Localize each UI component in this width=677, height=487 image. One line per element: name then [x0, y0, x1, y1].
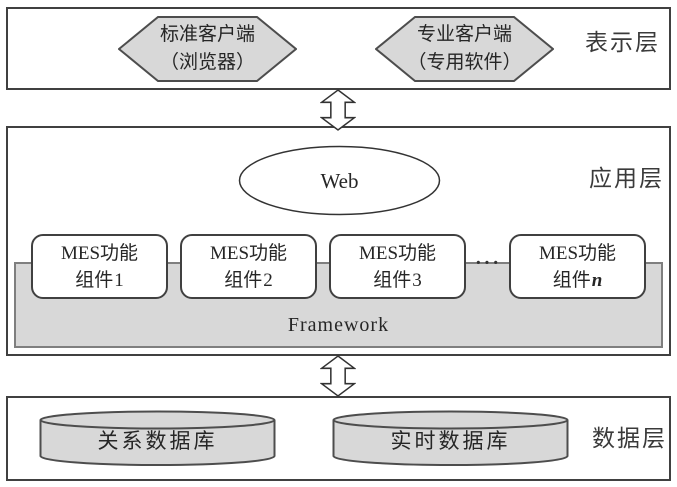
- mes-component-3-line1: MES功能: [358, 242, 437, 264]
- professional-client-hexagon: 专业客户端 （专用软件）: [375, 16, 554, 82]
- mes-component-n-line1: MES功能: [538, 242, 617, 264]
- mes-component-1-line1: MES功能: [60, 242, 139, 264]
- mes-component-n-line2: 组件n: [552, 269, 603, 291]
- realtime-database-label: 实时数据库: [390, 428, 511, 453]
- mes-component-2-line1: MES功能: [209, 242, 288, 264]
- double-arrow-icon-bottom: [319, 355, 357, 402]
- relational-database-cylinder: 关系数据库: [39, 410, 276, 467]
- components-ellipsis: ···: [474, 252, 501, 274]
- hexagon-shape-icon: [118, 16, 297, 82]
- standard-client-line2: （浏览器）: [159, 52, 255, 73]
- standard-client-hexagon: 标准客户端 （浏览器）: [118, 16, 297, 82]
- framework-label: Framework: [287, 314, 390, 336]
- ellipse-shape-icon: [238, 145, 441, 216]
- mes-component-1-index: 1: [114, 269, 124, 291]
- mes-component-2-box: MES功能 组件2: [180, 234, 317, 299]
- relational-database-label: 关系数据库: [97, 428, 218, 453]
- mes-component-3-line2: 组件3: [373, 269, 422, 291]
- professional-client-line2: （专用软件）: [407, 52, 522, 73]
- mes-component-1-line2: 组件1: [75, 269, 124, 291]
- database-cylinder-icon: [39, 410, 276, 466]
- mes-component-2-index: 2: [263, 269, 273, 291]
- standard-client-line1: 标准客户端: [159, 24, 255, 45]
- double-arrow-icon-top: [319, 89, 357, 136]
- application-layer-label: 应用层: [589, 166, 664, 191]
- presentation-layer-label: 表示层: [585, 30, 660, 55]
- mes-component-3-box: MES功能 组件3: [329, 234, 466, 299]
- mes-component-n-box: MES功能 组件n: [509, 234, 646, 299]
- mes-component-2-line2: 组件2: [224, 269, 273, 291]
- database-cylinder-icon: [332, 410, 569, 466]
- web-label: Web: [320, 168, 359, 193]
- data-layer-label: 数据层: [592, 426, 667, 451]
- professional-client-line1: 专业客户端: [416, 24, 512, 45]
- realtime-database-cylinder: 实时数据库: [332, 410, 569, 467]
- standard-client-text: 标准客户端 （浏览器）: [118, 16, 297, 82]
- web-ellipse: Web: [238, 145, 441, 216]
- presentation-layer-box: [6, 7, 671, 90]
- mes-component-3-index: 3: [412, 269, 422, 291]
- professional-client-text: 专业客户端 （专用软件）: [375, 16, 554, 82]
- mes-component-n-index: n: [591, 269, 603, 291]
- hexagon-shape-icon: [375, 16, 554, 82]
- mes-component-1-box: MES功能 组件1: [31, 234, 168, 299]
